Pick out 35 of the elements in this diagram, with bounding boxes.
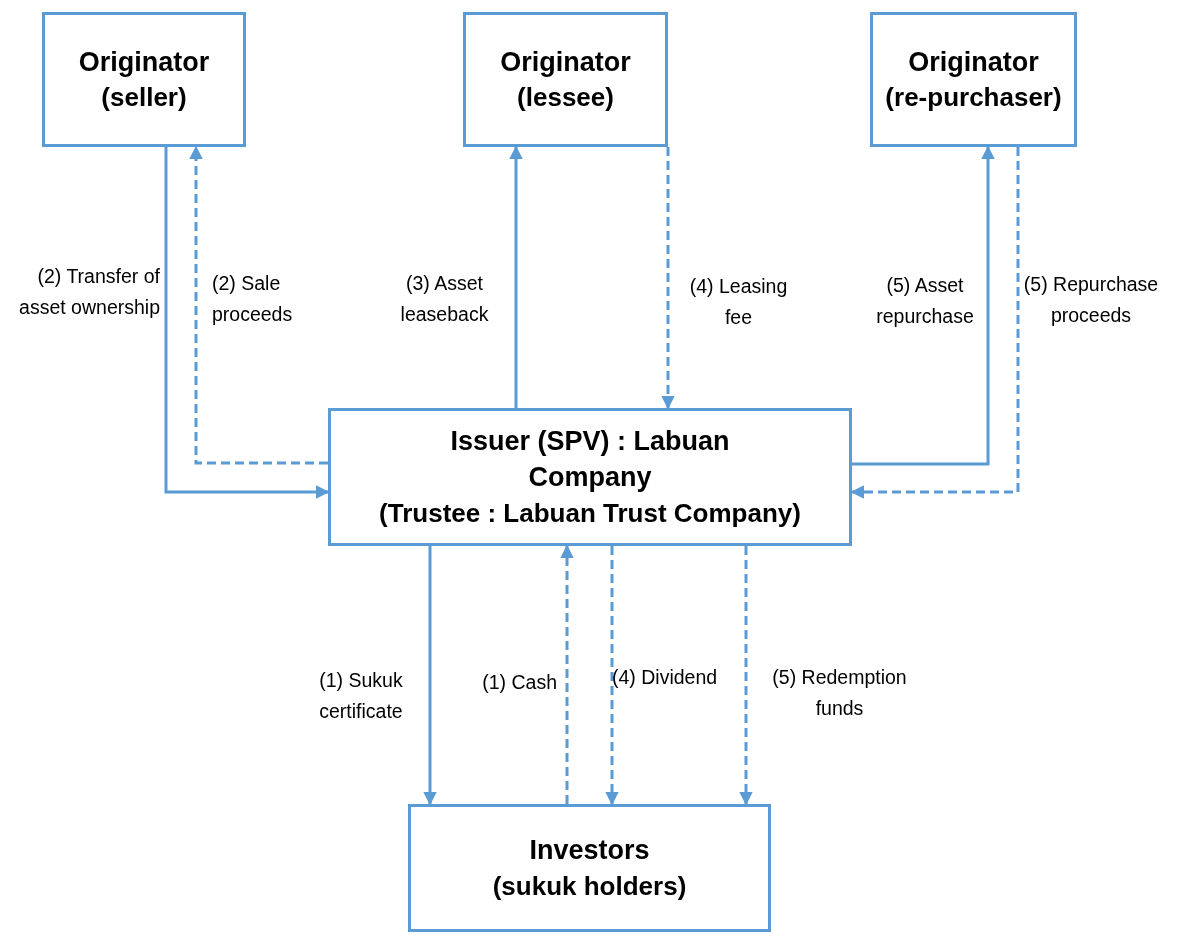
edge-label: (2) Sale proceeds: [212, 271, 294, 328]
entity-box: [408, 804, 771, 932]
entity-title: Investors: [529, 834, 650, 868]
arrow: [423, 546, 437, 806]
entity-subtitle: (re-purchaser): [885, 81, 1062, 115]
edge-label: (1) Sukuk certificate: [318, 668, 404, 725]
entity-box: [870, 12, 1077, 147]
entity-title: Originator: [78, 45, 210, 79]
entity-title: Originator: [500, 45, 631, 79]
entity-title: Originator: [908, 45, 1039, 79]
edge-label: (1) Cash: [481, 670, 557, 695]
edge-label: (2) Transfer of asset ownership: [18, 264, 160, 321]
entity-box: [42, 12, 246, 147]
arrow: [560, 544, 574, 804]
entity-subtitle: (lessee): [517, 81, 614, 115]
arrow: [509, 145, 523, 408]
arrow: [850, 147, 1020, 499]
edge-label: (5) Asset repurchase: [875, 273, 975, 330]
arrow: [852, 145, 995, 466]
entity-title: Issuer (SPV) : Labuan Company: [449, 425, 731, 495]
edge-label: (3) Asset leaseback: [399, 271, 490, 328]
entity-subtitle: (seller): [101, 81, 187, 115]
entity-subtitle: (sukuk holders): [492, 869, 687, 903]
entity-box: [328, 408, 852, 546]
arrow: [164, 147, 330, 499]
entity-box: [463, 12, 668, 147]
arrow: [739, 546, 753, 806]
edge-label: (5) Repurchase proceeds: [1022, 272, 1160, 329]
entity-subtitle: (Trustee : Labuan Trust Company): [379, 496, 801, 530]
arrow: [661, 147, 675, 410]
edge-label: (4) Leasing fee: [688, 274, 789, 331]
arrow: [189, 145, 328, 465]
edge-label: (5) Redemption funds: [771, 665, 908, 722]
arrow: [605, 546, 619, 806]
edge-label: (4) Dividend: [612, 665, 719, 690]
